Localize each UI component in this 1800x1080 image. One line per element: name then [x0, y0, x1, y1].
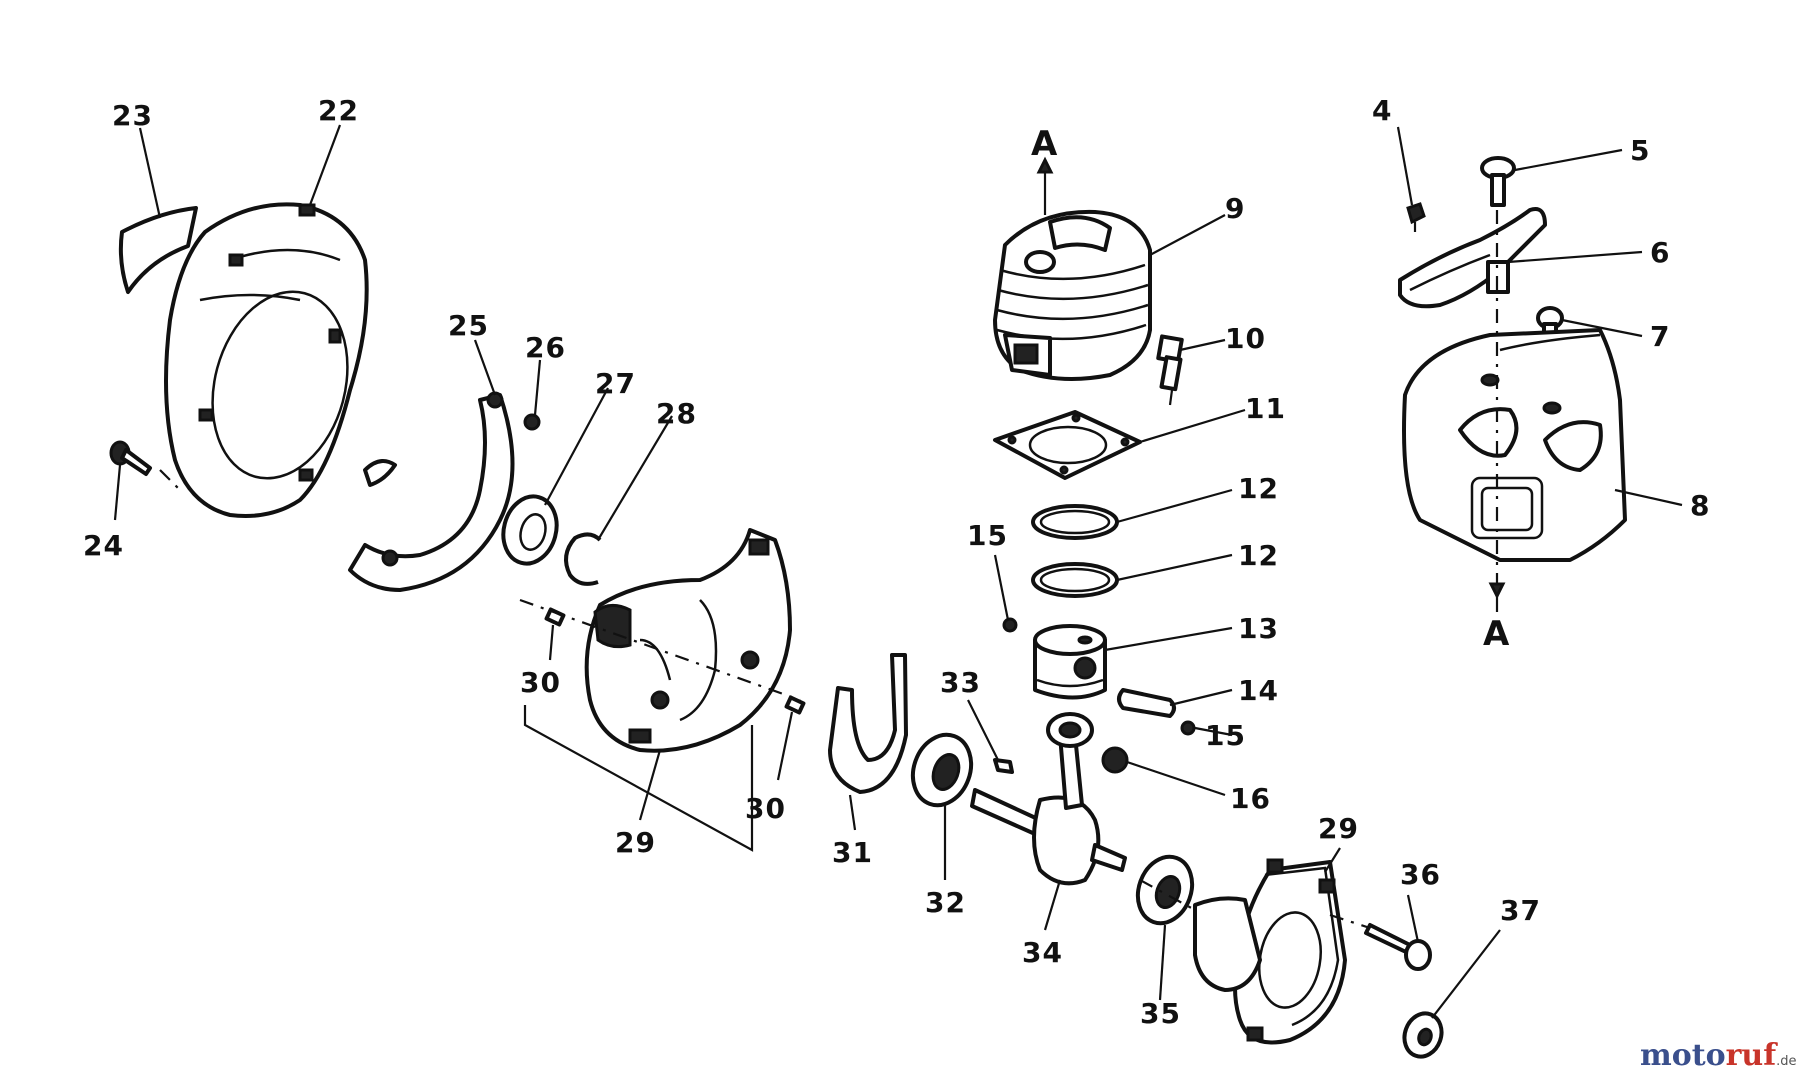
callout-12-a: 12: [1238, 472, 1279, 505]
callout-7: 7: [1650, 320, 1670, 353]
part-26-nut: [523, 413, 541, 431]
part-25-guard: [348, 391, 515, 592]
callout-13: 13: [1238, 612, 1279, 645]
part-16-needle-bearing: [1101, 746, 1129, 774]
part-31-gasket: [828, 653, 908, 794]
part-12-piston-ring-a: [1031, 504, 1119, 540]
callout-31: 31: [832, 836, 873, 869]
part-22-fan-housing: [164, 202, 369, 518]
part-13-piston: [1033, 624, 1107, 700]
watermark-part1: moto: [1640, 1038, 1726, 1073]
part-27-seal: [501, 494, 559, 566]
watermark-part2: ruf: [1726, 1038, 1779, 1073]
part-6-bracket: [1398, 207, 1547, 309]
part-24-screw: [109, 440, 152, 476]
callout-33: 33: [940, 666, 981, 699]
part-4-nut: [1406, 202, 1426, 232]
leader-lines: [113, 124, 1683, 1019]
callout-29-left: 29: [615, 826, 656, 859]
callout-9: 9: [1225, 192, 1245, 225]
part-12-piston-ring-b: [1031, 562, 1119, 598]
callout-15-a: 15: [967, 519, 1008, 552]
part-32-bearing: [910, 732, 974, 808]
part-15-circlip-b: [1180, 720, 1196, 736]
callout-32: 32: [925, 886, 966, 919]
callout-26: 26: [525, 331, 566, 364]
callout-A-bottom: A: [1483, 614, 1510, 654]
part-35-bearing: [1135, 854, 1195, 926]
callout-15-b: 15: [1205, 719, 1246, 752]
svg-text:motoruf.de: motoruf.de: [1640, 1038, 1797, 1073]
callout-34: 34: [1022, 936, 1063, 969]
reference-arrows: [1036, 156, 1506, 600]
callout-10: 10: [1225, 322, 1266, 355]
part-15-circlip-a: [1002, 617, 1018, 633]
callout-22: 22: [318, 94, 359, 127]
callout-8: 8: [1690, 489, 1710, 522]
watermark-suffix: .de: [1776, 1054, 1796, 1069]
part-33-key: [993, 758, 1014, 774]
callout-35: 35: [1140, 997, 1181, 1030]
part-36-screw: [1364, 923, 1432, 971]
part-8-cylinder-cover: [1402, 328, 1627, 562]
callout-30-left: 30: [520, 666, 561, 699]
part-34-crankshaft: [970, 712, 1127, 886]
part-10-spark-plug: [1156, 334, 1184, 406]
callout-37: 37: [1500, 894, 1541, 927]
part-9-cylinder: [993, 209, 1152, 381]
bracket-30: [523, 705, 754, 852]
part-28-snap-ring: [564, 532, 602, 586]
part-29-crankcase-left: [584, 528, 792, 753]
callout-A-top: A: [1031, 124, 1058, 164]
callout-25: 25: [448, 309, 489, 342]
part-29-crankcase-right: [1193, 858, 1347, 1045]
callout-23: 23: [112, 99, 153, 132]
callout-30-right: 30: [745, 792, 786, 825]
callout-5: 5: [1630, 134, 1650, 167]
callout-labels: 23 22 24 25 26 27 28 30 30 29 31 32 33 3…: [83, 94, 1710, 1030]
callout-29-right: 29: [1318, 812, 1359, 845]
callout-28: 28: [656, 397, 697, 430]
part-5-bolt: [1480, 156, 1516, 207]
callout-16: 16: [1230, 782, 1271, 815]
callout-12-b: 12: [1238, 539, 1279, 572]
part-37-washer: [1402, 1011, 1444, 1059]
callout-11: 11: [1245, 392, 1286, 425]
part-30-pin-b: [784, 695, 806, 715]
callout-24: 24: [83, 529, 124, 562]
watermark-logo: motoruf.de: [1640, 1038, 1797, 1073]
part-11-base-gasket: [993, 410, 1142, 480]
callout-14: 14: [1238, 674, 1279, 707]
assembly-axis-lines: [159, 210, 1499, 930]
part-14-piston-pin: [1117, 688, 1176, 718]
callout-27: 27: [595, 367, 636, 400]
callout-4: 4: [1372, 94, 1392, 127]
callout-36: 36: [1400, 858, 1441, 891]
callout-6: 6: [1650, 236, 1670, 269]
